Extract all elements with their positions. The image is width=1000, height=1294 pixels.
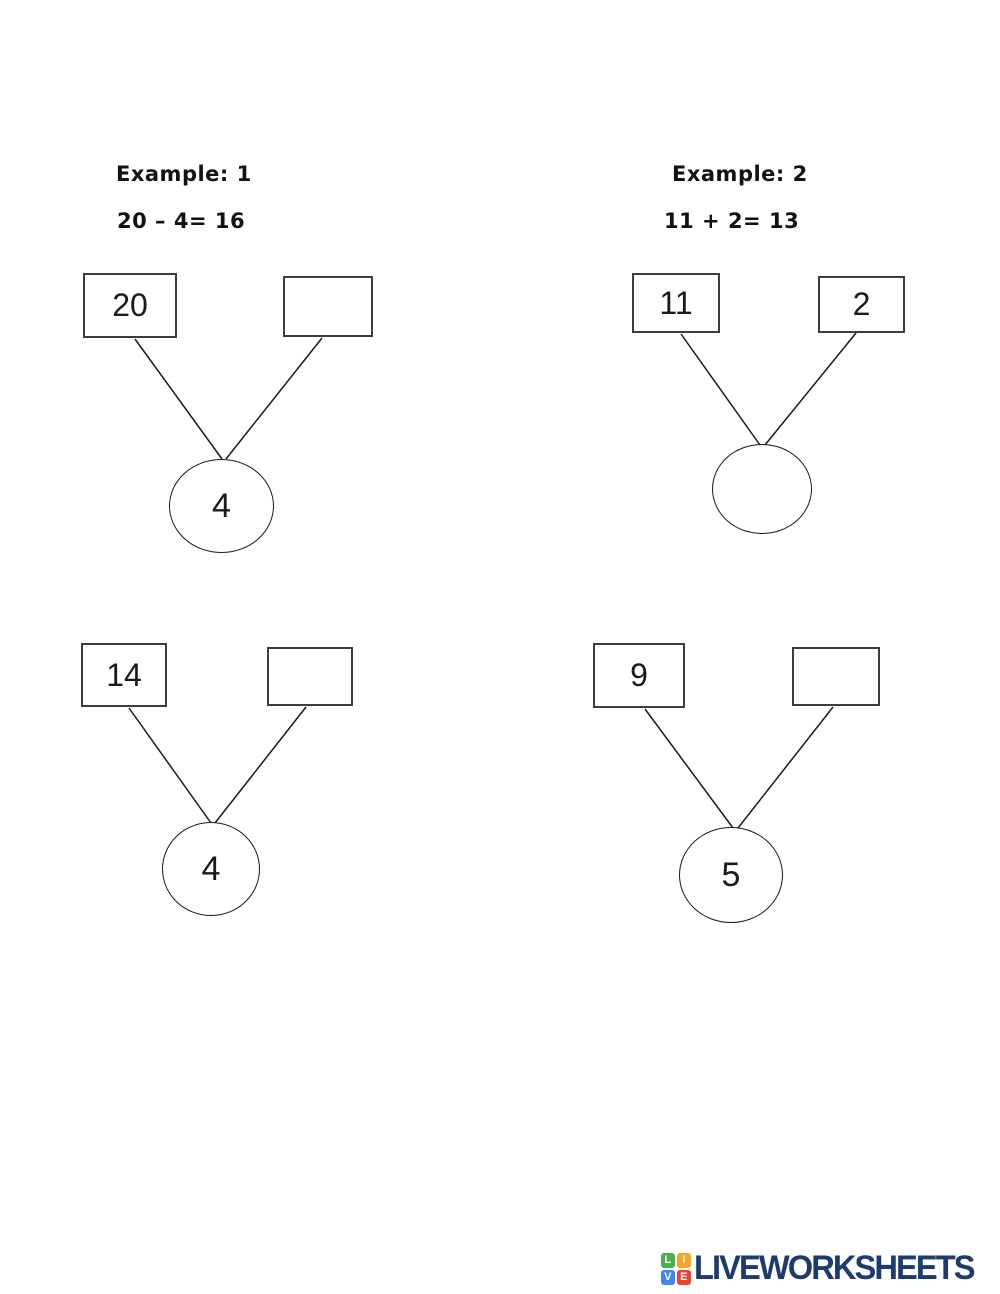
diagram-2-left-box: 11 [632, 273, 720, 333]
diagram-3-left-box: 14 [81, 643, 167, 707]
diagram-4-circle: 5 [679, 827, 783, 923]
liveworksheets-logo: L I V E LIVEWORKSHEETS [660, 1249, 985, 1288]
connector-line [737, 706, 834, 829]
connector-line [128, 707, 212, 824]
logo-cell-i: I [676, 1252, 691, 1268]
diagram-1-answer-box[interactable] [283, 276, 373, 337]
connector-line [644, 708, 734, 829]
diagram-4-answer-box[interactable] [792, 647, 880, 706]
connector-line [214, 706, 307, 824]
connector-line [680, 333, 761, 446]
logo-cell-e: E [676, 1269, 691, 1285]
liveworksheets-brand-text: LIVEWORKSHEETS [693, 1249, 976, 1287]
connector-line [134, 338, 223, 460]
diagram-1-left-box: 20 [83, 273, 177, 338]
diagram-2-right-box: 2 [818, 276, 905, 333]
connector-line [764, 332, 857, 446]
logo-cell-l: L [660, 1252, 675, 1268]
logo-cell-v: V [660, 1269, 675, 1285]
example-2-label: Example: 2 [672, 162, 808, 186]
connector-line [225, 337, 323, 460]
example-1-equation: 20 – 4= 16 [117, 209, 246, 233]
example-2-equation: 11 + 2= 13 [664, 209, 800, 233]
example-1-label: Example: 1 [116, 162, 252, 186]
diagram-3-circle: 4 [162, 822, 260, 916]
diagram-3-answer-box[interactable] [267, 647, 353, 706]
diagram-2-answer-circle[interactable] [712, 444, 812, 534]
diagram-1-circle: 4 [169, 459, 274, 553]
liveworksheets-logo-icon: L I V E [660, 1252, 691, 1285]
diagram-4-left-box: 9 [593, 643, 685, 708]
